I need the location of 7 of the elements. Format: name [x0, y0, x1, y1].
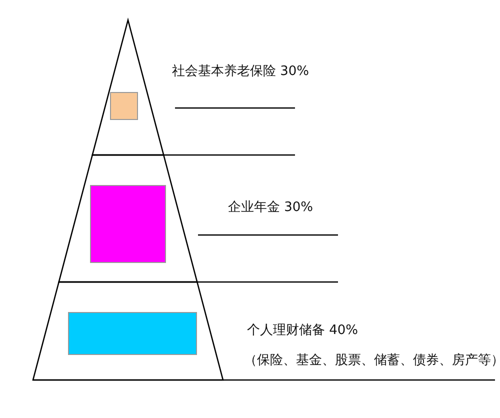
tier-label: （保险、基金、股票、储蓄、债券、房产等）	[244, 352, 500, 369]
tier-label: 个人理财储备 40%	[247, 322, 358, 339]
tier-label: 社会基本养老保险 30%	[172, 63, 310, 80]
color-block	[68, 312, 197, 355]
tier-label: 企业年金 30%	[228, 199, 314, 216]
color-block	[110, 92, 138, 120]
color-block	[90, 185, 166, 263]
